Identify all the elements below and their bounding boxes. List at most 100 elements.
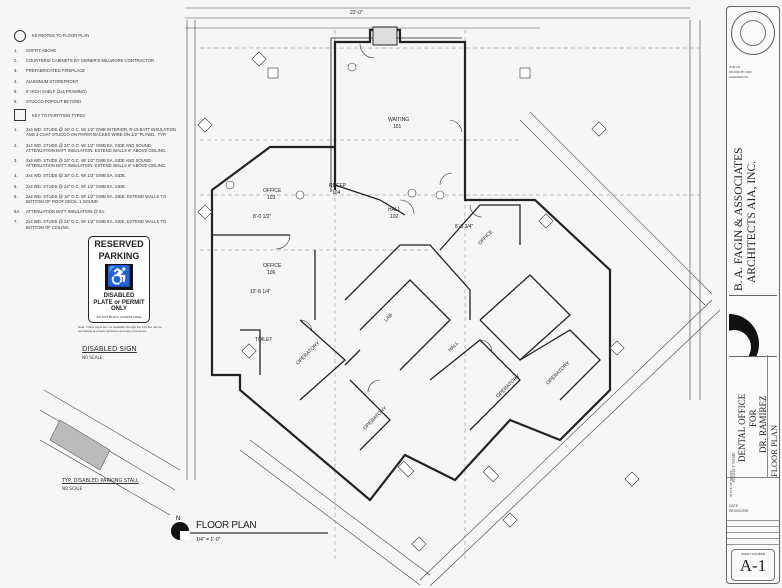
title-block: JOB NO. DRAWN BY JDR CHECKED BY B. A. FA… — [726, 6, 780, 584]
room-recep-number: 104 — [332, 190, 341, 196]
note-number: 3. — [14, 68, 18, 74]
north-arrow-icon: N — [171, 516, 189, 540]
note-text: SOFFIT ABOVE — [26, 48, 57, 53]
note-number: 6A. — [14, 209, 21, 215]
sheet-number: A-1 — [739, 556, 767, 575]
note-number: 1. — [14, 48, 18, 53]
firm-name-line2: ARCHITECTS AIA, INC. — [746, 160, 758, 283]
note-number: 6. — [14, 99, 18, 105]
sign-line4: PLATE or PERMIT — [93, 299, 145, 306]
drawn-by-label: DRAWN BY — [729, 70, 746, 74]
sheet-number-label: SHEET NUMBER — [741, 552, 765, 556]
sheet-number-box: SHEET NUMBER A-1 — [731, 549, 775, 581]
note-text: 2x4 WD. STUDS @ 16" O.C. W/ 1/2" GWB INT… — [26, 127, 176, 138]
partition-symbol-icon — [14, 109, 26, 122]
note-item: 3.PREFABRICATED FIREPLACE — [14, 68, 179, 73]
note-number: 2. — [14, 58, 18, 64]
room-office-1-number: 103 — [267, 195, 276, 201]
floor-plan-scale: 1/4" = 1'-0" — [196, 537, 221, 543]
room-waiting-number: 101 — [393, 124, 402, 130]
note-item: 4. ALUMINUM STOREFRONT — [14, 79, 179, 84]
wheelchair-icon: ♿ — [105, 264, 133, 290]
dimension-office-2: 12'-8 1/4" — [250, 289, 271, 295]
room-hall-2: HALL — [447, 340, 460, 353]
note-text: 2x4 WD. STUDS @ 24" O.C. W/ 1/2" GWB EA.… — [26, 183, 126, 189]
note-item: 1. SOFFIT ABOVE — [14, 48, 179, 53]
room-office-1: OFFICE — [263, 188, 282, 194]
note-number: 4. — [14, 173, 18, 179]
keynotes-header: KEYNOTES TO FLOOR PLAN — [32, 33, 90, 39]
dimension-office-1: 8'-0 1/2" — [253, 214, 272, 220]
firm-name: B. A. FAGIN & ASSOCIATES — [733, 147, 745, 291]
dimension-overall: 22'-0" — [350, 10, 363, 16]
keynote-symbol-icon — [14, 30, 26, 42]
note-number: 4. — [14, 78, 18, 84]
stall-title: TYP. DISABLED PARKING STALL — [62, 478, 139, 484]
sign-line1: RESERVED — [94, 239, 144, 249]
job-no-label: JOB NO. — [729, 65, 742, 69]
note-item: 6.STUCCO POPOUT BEYOND — [14, 99, 179, 104]
note-text: 2x4 WD. STUDS @ 24" O.C. W/ 1/2" GWB EA.… — [26, 142, 167, 153]
general-notes: KEYNOTES TO FLOOR PLAN 1. SOFFIT ABOVE 2. C… — [14, 30, 179, 235]
note-number: 3. — [14, 158, 18, 164]
note-text: COUNTERS/ CABINETS BY OWNER'S MILLWORK C… — [26, 58, 155, 64]
north-label: N — [176, 516, 180, 522]
room-office-2-number: 106 — [267, 270, 276, 276]
room-waiting: WAITING — [388, 117, 409, 123]
architect-seal — [731, 11, 775, 55]
dimension-office-3: 8'-5 3/4" — [455, 224, 474, 230]
note-item: 2. COUNTERS/ CABINETS BY OWNER'S MILLWORK… — [14, 58, 179, 63]
note-item: 1. 2x4 WD. STUDS @ 16" O.C. W/ 1/2" GWB I… — [14, 127, 179, 137]
room-office-3: OFFICE — [477, 229, 495, 247]
note-item: 5. 2x4 WD. STUDS @ 24" O.C. W/ 1/2" GWB E… — [14, 184, 179, 189]
note-item: 5. 5' HIGH SHELF (2x4 FRAMING) — [14, 89, 179, 94]
stall-scale: NO SCALE — [62, 486, 83, 491]
room-operatory-1: OPERATORY — [295, 340, 322, 367]
room-operatory-2: OPERATORY — [362, 405, 389, 432]
note-text: 5' HIGH SHELF (2x4 FRAMING) — [26, 88, 87, 94]
section-markers — [197, 51, 640, 552]
sign-fine-print: DO NOT BLOCK ACCESS AISLE — [96, 314, 142, 319]
room-operatory-4: OPERATORY — [545, 360, 572, 387]
note-text: 2x4 WD. STUDS @ 24" O.C. W/ 1/2" GWB EA.… — [26, 158, 167, 169]
note-number: 1. — [14, 127, 18, 133]
sign-detail-title: DISABLED SIGN — [82, 345, 137, 353]
note-number: 5. — [14, 88, 18, 94]
room-hall: HALL — [388, 207, 401, 213]
parking-stall-detail — [49, 419, 111, 471]
drawn-by-value: JDR — [745, 70, 752, 74]
note-item: 4.2x4 WD. STUDS @ 16" O.C. W/ 1/2" GWB E… — [14, 173, 179, 178]
door-swings — [275, 43, 493, 393]
sheet-title-label: TITLE OF SHEET — [729, 470, 733, 497]
project-name-line1: DENTAL OFFICE — [737, 393, 747, 462]
note-item: 6A. ATTENUATION BATT INSULATION @ 6A. — [14, 209, 179, 214]
note-text: ATTENUATION BATT INSULATION @ 6A. — [26, 209, 106, 215]
note-text: ALUMINUM STOREFRONT — [26, 78, 79, 84]
reserved-parking-sign: RESERVED PARKING ♿ DISABLED PLATE or PER… — [88, 236, 150, 323]
note-item: 3. 2x4 WD. STUDS @ 24" O.C. W/ 1/2" GWB E… — [14, 158, 179, 168]
room-toilet: TOILET — [255, 337, 272, 343]
firm-logo — [729, 295, 777, 357]
room-hall-number: 102 — [390, 214, 399, 220]
revisions-label: REVISIONS — [729, 509, 749, 513]
room-recep: RECEP — [329, 183, 347, 189]
exterior-walls — [210, 26, 612, 502]
room-lab: LAB — [383, 312, 394, 323]
note-text: 2x4 WD. STUDS @ 16" O.C. W/ 1/2" GWB EA.… — [26, 193, 167, 205]
sign-line5: ONLY — [110, 306, 128, 312]
dimension-lines — [39, 7, 721, 587]
note-number: 6. — [14, 193, 18, 199]
note-number: 5. — [14, 183, 18, 189]
date-label: DATE — [729, 504, 739, 508]
sign-line3: DISABLED — [103, 293, 135, 299]
note-item: 6. 2x4 WD. STUDS @ 16" O.C. W/ 1/2" GWB E… — [14, 194, 179, 204]
floor-plan-title: FLOOR PLAN — [196, 520, 257, 531]
partition-header: KEY TO PARTITION TYPES — [32, 112, 86, 118]
note-number: 7. — [14, 219, 18, 225]
note-item: 7.2x4 WD. STUDS @ 24" O.C. W/ 1/2" GWB E… — [14, 219, 179, 229]
checked-by-label: CHECKED BY — [729, 75, 749, 79]
room-operatory-3: OPERATORY — [495, 373, 522, 400]
note-number: 2. — [14, 142, 18, 148]
